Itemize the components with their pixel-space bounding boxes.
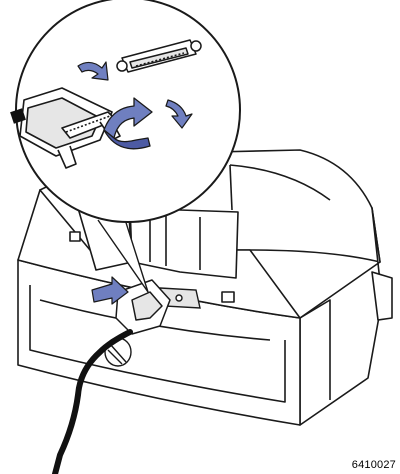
clip-arrow-top-icon [77, 61, 109, 81]
detail-magnifier [10, 0, 241, 223]
clip-arrow-large-icon [103, 97, 153, 150]
clip-arrow-right-icon [165, 99, 193, 129]
cable-stub-detail [10, 108, 26, 124]
cable-plug-at-printer [115, 279, 171, 335]
insert-arrow-icon [91, 276, 129, 305]
figure-code: 6410027 [351, 459, 396, 471]
cable [52, 329, 133, 474]
callout-pointer [97, 209, 149, 293]
printer-port-detail [116, 39, 202, 73]
